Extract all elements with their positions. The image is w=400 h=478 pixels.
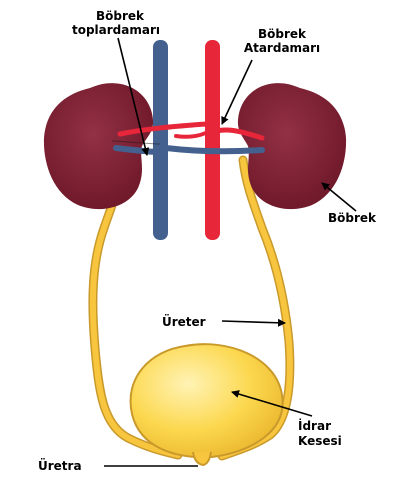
left-ureter-fill bbox=[89, 159, 181, 458]
left-renal-vein bbox=[113, 145, 163, 155]
right-renal-artery bbox=[209, 127, 265, 141]
right-kidney bbox=[237, 83, 347, 210]
left-renal-artery bbox=[117, 121, 209, 137]
vena-cava bbox=[153, 40, 168, 240]
right-renal-vein bbox=[163, 145, 265, 155]
renal-vein-label-line2: toplardamarı bbox=[72, 23, 160, 37]
bladder-pointer bbox=[231, 390, 313, 417]
urethra-label: Üretra bbox=[38, 458, 82, 473]
renal-artery-label-line1: Böbrek bbox=[258, 27, 307, 41]
urethra-tube bbox=[192, 451, 212, 467]
renal-vein-pointer bbox=[117, 37, 150, 156]
bladder-label-line2: Kesesi bbox=[298, 434, 342, 448]
aorta bbox=[205, 40, 220, 240]
ureter-label: Üreter bbox=[162, 314, 206, 329]
renal-vein-label-line1: Böbrek bbox=[96, 9, 145, 23]
renal-artery-label-line2: Atardamarı bbox=[244, 41, 320, 55]
bladder-label-line1: İdrar bbox=[298, 418, 331, 433]
left-kidney bbox=[43, 83, 154, 210]
kidney-pointer bbox=[321, 182, 357, 212]
artery-branch bbox=[174, 126, 216, 139]
ureter-pointer bbox=[221, 318, 286, 327]
bladder bbox=[129, 343, 284, 459]
kidney-label: Böbrek bbox=[328, 211, 377, 225]
left-vessel-outline bbox=[111, 140, 161, 145]
renal-artery-pointer bbox=[221, 59, 253, 125]
